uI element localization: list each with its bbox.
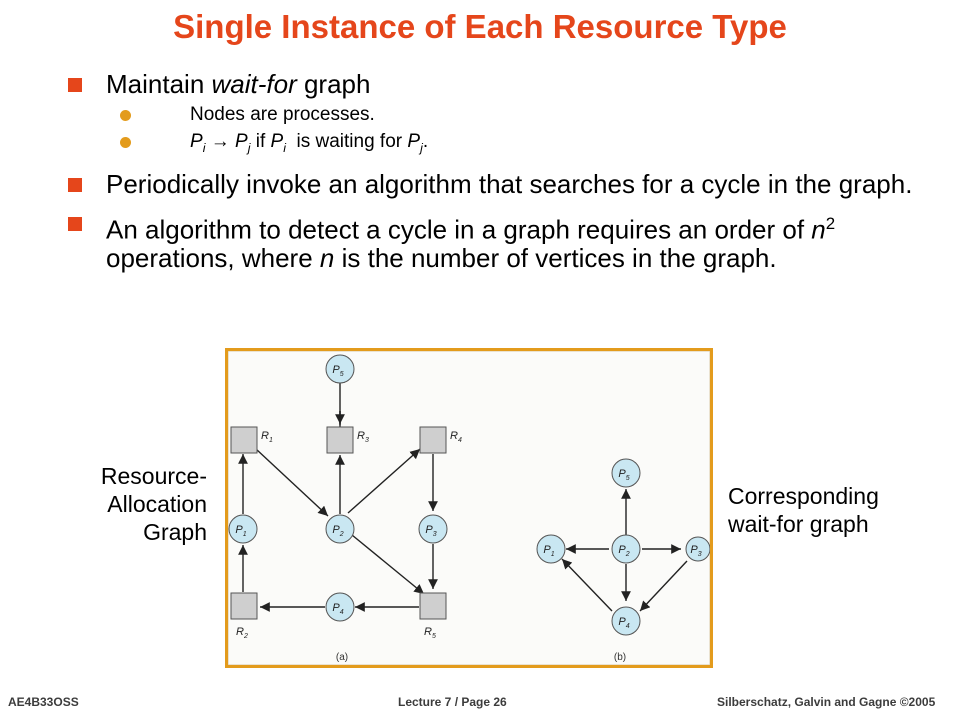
bullet-text: An algorithm to detect a cycle in a grap… xyxy=(106,214,812,245)
process-node xyxy=(325,354,355,384)
process-node xyxy=(228,514,258,544)
edge-p3-p4 xyxy=(639,560,688,612)
resource-box xyxy=(326,426,354,454)
node-label: P3 xyxy=(690,544,701,558)
resource-box xyxy=(419,426,447,454)
resource-box xyxy=(230,592,258,620)
graph-figure: P5 P1 P2 P3 P4 R1 R3 R4 R2 R5 P5 P1 P2 P… xyxy=(225,348,713,668)
process-node xyxy=(611,606,641,636)
node-label: P1 xyxy=(235,524,246,538)
process-node xyxy=(611,534,641,564)
node-label: P1 xyxy=(543,544,554,558)
sub-bullet-nodes: Nodes are processes. xyxy=(62,101,942,128)
node-label: P4 xyxy=(332,602,343,616)
process-node xyxy=(418,514,448,544)
resource-box xyxy=(230,426,258,454)
footer-page: Lecture 7 / Page 26 xyxy=(398,695,507,709)
sub-bullet-text: Pi → Pj if Pi is waiting for Pj. xyxy=(190,131,429,155)
resource-label: R3 xyxy=(357,430,369,444)
bullet-algorithm: An algorithm to detect a cycle in a grap… xyxy=(62,209,942,274)
bullet-text: Maintain xyxy=(106,69,212,99)
bullet-emphasis: wait-for xyxy=(211,69,297,99)
wfg-label: Corresponding wait-for graph xyxy=(728,483,879,537)
slide-title: Single Instance of Each Resource Type xyxy=(173,8,787,45)
round-bullet-icon xyxy=(120,110,131,121)
footer-course: AE4B33OSS xyxy=(8,695,79,709)
graph-diagram: P5 P1 P2 P3 P4 R1 R3 R4 R2 R5 P5 P1 P2 P… xyxy=(227,350,711,666)
round-bullet-icon xyxy=(120,137,131,148)
resource-label: R1 xyxy=(261,430,273,444)
resource-label: R5 xyxy=(424,626,436,640)
resource-box xyxy=(419,592,447,620)
node-label: P4 xyxy=(618,616,629,630)
square-bullet-icon xyxy=(68,216,82,231)
edge-p2-r5 xyxy=(351,534,425,595)
bullet-list: Maintain wait-for graph Nodes are proces… xyxy=(62,70,942,283)
bullet-text: graph xyxy=(296,69,371,99)
edge-p2-r4 xyxy=(347,448,421,514)
resource-label: R2 xyxy=(236,626,248,640)
caption-a: (a) xyxy=(336,652,348,663)
edge-r1-p2 xyxy=(255,448,329,517)
node-label: P3 xyxy=(425,524,436,538)
node-label: P2 xyxy=(618,544,629,558)
process-node xyxy=(325,514,355,544)
edge-p4-p1 xyxy=(561,558,613,612)
node-label: P5 xyxy=(618,468,629,482)
sub-bullet-edge: Pi → Pj if Pi is waiting for Pj. xyxy=(62,128,942,162)
process-node xyxy=(325,592,355,622)
rag-label: Resource- Allocation Graph xyxy=(100,463,207,545)
node-label: P5 xyxy=(332,364,343,378)
square-bullet-icon xyxy=(68,78,82,92)
sub-bullet-text: Nodes are processes. xyxy=(190,104,375,125)
bullet-text: Periodically invoke an algorithm that se… xyxy=(106,168,913,199)
resource-label: R4 xyxy=(450,430,462,444)
bullet-periodically: Periodically invoke an algorithm that se… xyxy=(62,168,942,199)
process-node xyxy=(611,458,641,488)
process-node xyxy=(536,534,566,564)
node-label: P2 xyxy=(332,524,343,538)
bullet-wait-for: Maintain wait-for graph xyxy=(62,70,942,99)
caption-b: (b) xyxy=(614,652,626,663)
footer-copyright: Silberschatz, Galvin and Gagne ©2005 xyxy=(717,695,936,709)
square-bullet-icon xyxy=(68,177,82,192)
